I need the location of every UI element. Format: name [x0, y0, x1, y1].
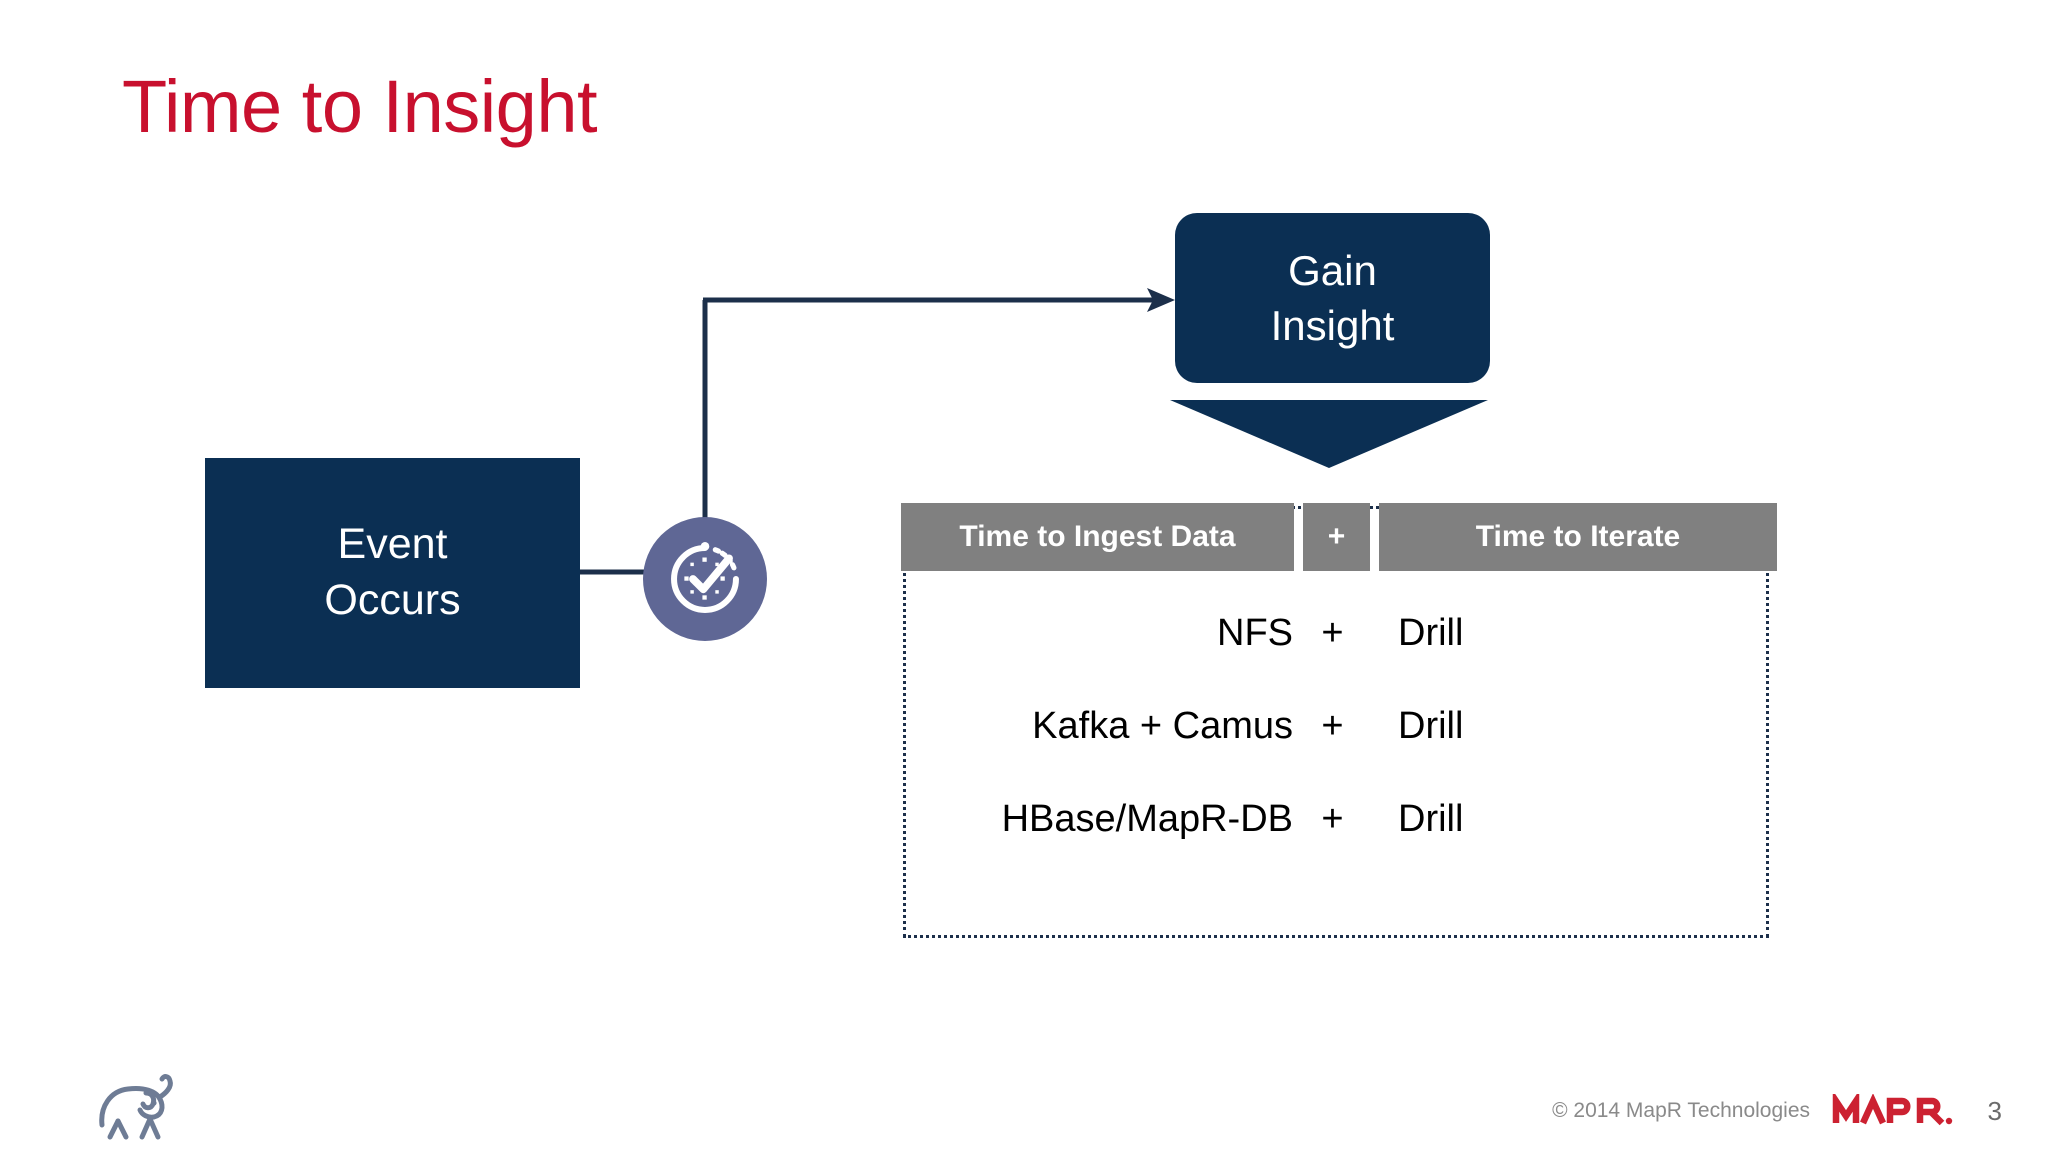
column-header-time-to-ingest-data: Time to Ingest Data: [901, 503, 1294, 571]
table-row: Kafka + Camus + Drill: [906, 680, 1766, 773]
stopwatch-badge: [643, 517, 767, 641]
row-iterate-value: Drill: [1398, 612, 1464, 654]
column-header-operator: +: [1303, 503, 1370, 571]
page-title: Time to Insight: [122, 65, 598, 148]
footer: © 2014 MapR Technologies 3: [1552, 1094, 2002, 1128]
event-box-line2: Occurs: [324, 576, 461, 624]
time-to-insight-equation-panel: Time to Ingest Data + Time to Iterate NF…: [901, 503, 1777, 938]
row-operator: +: [1321, 705, 1344, 747]
row-ingest-value: Kafka + Camus: [1032, 705, 1293, 747]
equation-header-row: Time to Ingest Data + Time to Iterate: [901, 503, 1777, 571]
row-iterate-value: Drill: [1398, 798, 1464, 840]
row-ingest-value: HBase/MapR-DB: [1001, 798, 1293, 840]
gain-box-line1: Gain: [1288, 246, 1377, 294]
hadoop-elephant-icon: [99, 1074, 173, 1140]
arrow-down-icon: [1170, 400, 1488, 468]
stopwatch-icon: [671, 542, 739, 613]
equation-rows: NFS + Drill Kafka + Camus + Drill HBase/…: [906, 587, 1766, 866]
event-occurs-box: Event Occurs: [205, 458, 580, 688]
row-iterate-value: Drill: [1398, 705, 1464, 747]
table-row: HBase/MapR-DB + Drill: [906, 773, 1766, 866]
page-number: 3: [1987, 1095, 2002, 1126]
copyright-text: © 2014 MapR Technologies: [1552, 1099, 1810, 1122]
gain-box-line2: Insight: [1270, 302, 1395, 349]
event-box-line1: Event: [337, 520, 448, 569]
table-row: NFS + Drill: [906, 587, 1766, 680]
column-header-time-to-iterate: Time to Iterate: [1379, 503, 1777, 571]
row-ingest-value: NFS: [1217, 612, 1293, 654]
gain-insight-box: Gain Insight: [1175, 213, 1490, 383]
row-operator: +: [1321, 612, 1344, 654]
row-operator: +: [1321, 798, 1344, 840]
mapr-logo: [1832, 1094, 1953, 1126]
